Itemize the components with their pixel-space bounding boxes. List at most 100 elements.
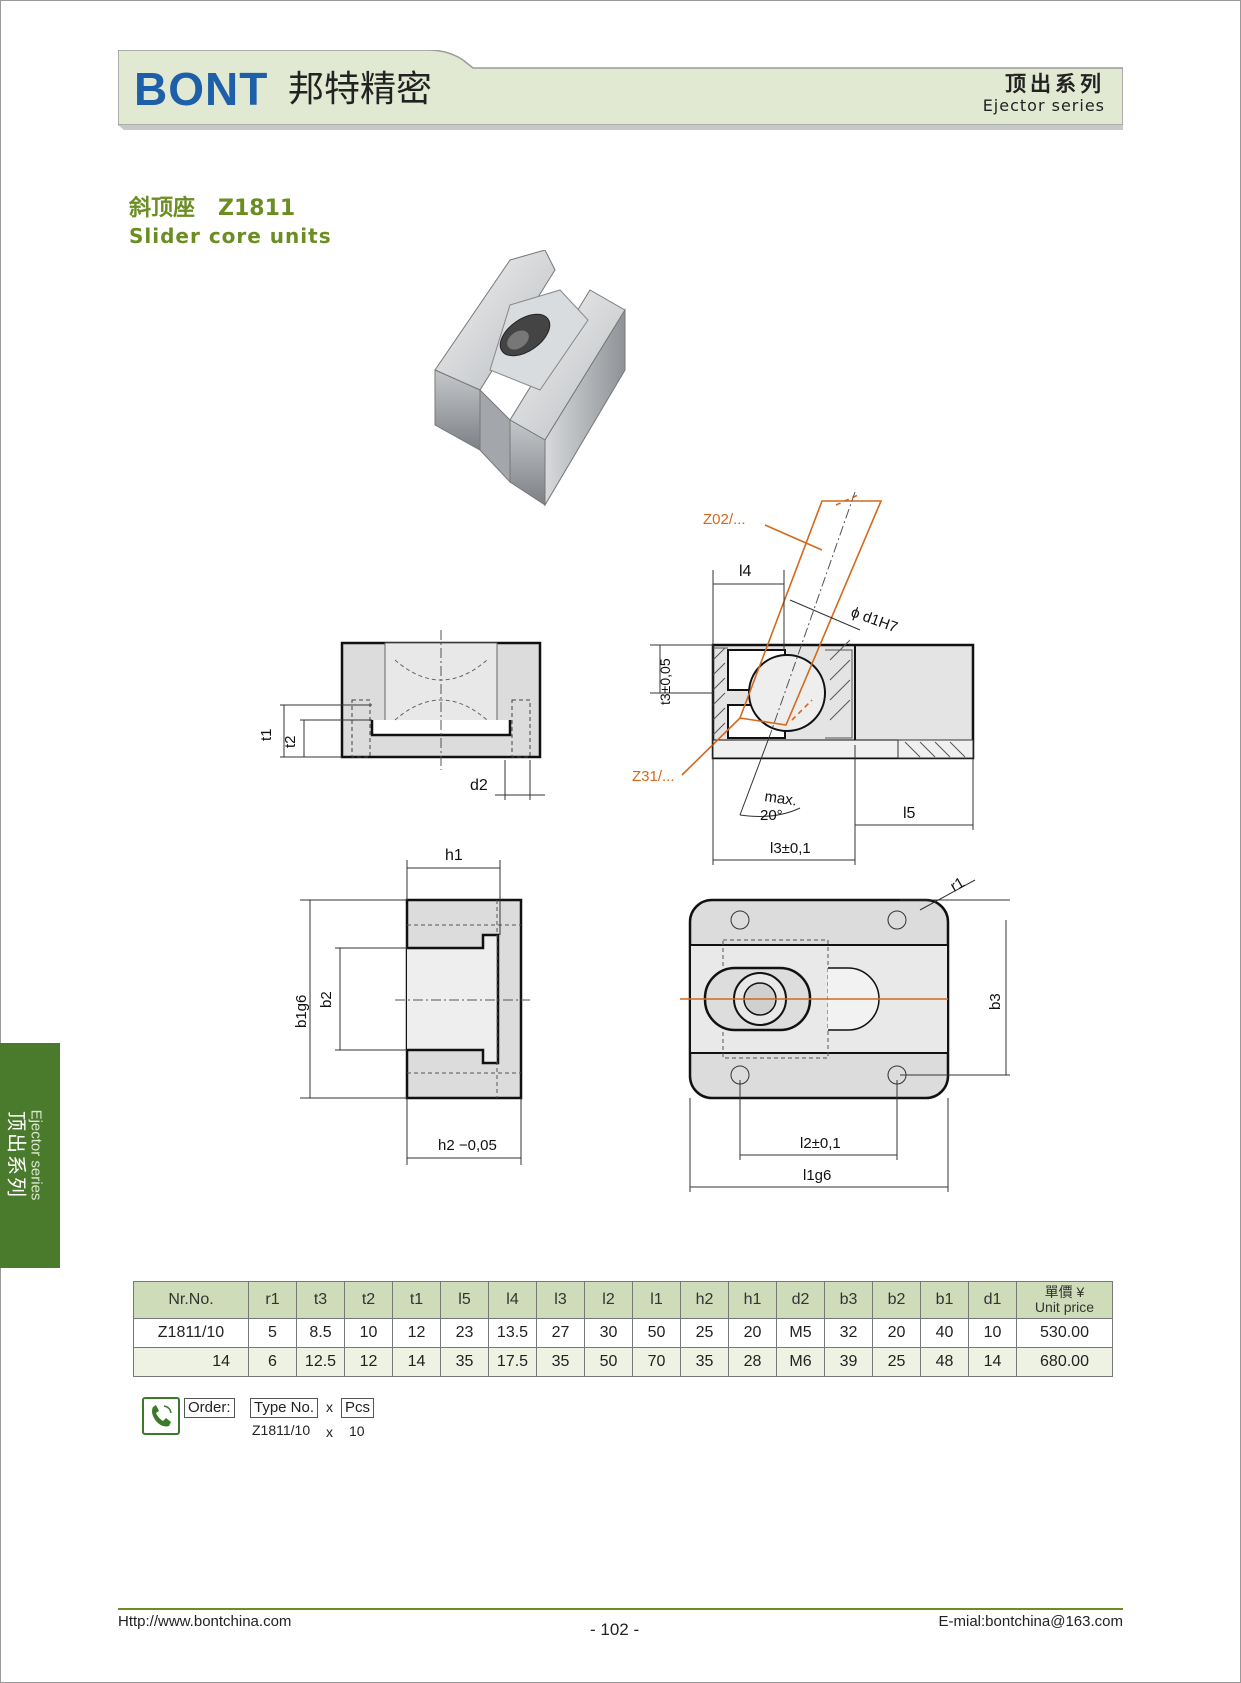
product-subtitle: Slider core units bbox=[129, 224, 332, 248]
footer-email[interactable]: E-mial:bontchina@163.com bbox=[938, 1613, 1123, 1630]
table-cell: M6 bbox=[776, 1347, 825, 1377]
order-example-qty: 10 bbox=[349, 1423, 365, 1439]
product-photo bbox=[434, 250, 626, 507]
table-cell: 12.5 bbox=[296, 1347, 345, 1377]
table-cell: 6 bbox=[248, 1347, 297, 1377]
label-max: max. bbox=[763, 788, 798, 809]
phone-order-icon bbox=[142, 1397, 180, 1435]
table-cell: 35 bbox=[680, 1347, 729, 1377]
page-number: - 102 - bbox=[590, 1620, 640, 1639]
col-header: t2 bbox=[344, 1281, 393, 1319]
side-view bbox=[395, 898, 530, 1100]
technical-drawings: t1 t2 d2 Z02/... Z31/... l4 ϕ d1H7 t3±0,… bbox=[258, 491, 1010, 1192]
label-l1g6: l1g6 bbox=[803, 1167, 831, 1184]
bont-logo: BONT bbox=[134, 63, 269, 115]
front-view bbox=[280, 630, 545, 800]
table-cell: M5 bbox=[776, 1318, 825, 1348]
phone-icon bbox=[152, 1405, 172, 1427]
series-title-en: Ejector series bbox=[982, 96, 1105, 115]
footer-website[interactable]: Http://www.bontchina.com bbox=[118, 1613, 292, 1630]
table-cell: 39 bbox=[824, 1347, 873, 1377]
footer-divider bbox=[118, 1608, 1123, 1610]
side-tab: 顶出系列 Ejector series bbox=[0, 1043, 60, 1268]
table-cell: 28 bbox=[728, 1347, 777, 1377]
table-cell: 35 bbox=[440, 1347, 489, 1377]
label-angle: 20° bbox=[760, 807, 783, 824]
col-header: d1 bbox=[968, 1281, 1017, 1319]
top-view bbox=[680, 898, 950, 1100]
table-row: 14 6 12.5 12 14 35 17.5 35 50 70 35 28 M… bbox=[133, 1347, 1113, 1377]
order-example-times: x bbox=[326, 1424, 333, 1440]
table-cell: 17.5 bbox=[488, 1347, 537, 1377]
table-cell: 23 bbox=[440, 1318, 489, 1348]
col-header: l1 bbox=[632, 1281, 681, 1319]
label-r1: r1 bbox=[948, 874, 968, 895]
table-cell: 40 bbox=[920, 1318, 969, 1348]
col-header: t3 bbox=[296, 1281, 345, 1319]
col-header: b3 bbox=[824, 1281, 873, 1319]
table-cell: 27 bbox=[536, 1318, 585, 1348]
table-cell-price: 680.00 bbox=[1016, 1347, 1113, 1377]
label-l4: l4 bbox=[739, 563, 752, 580]
order-label: Order: bbox=[184, 1398, 235, 1418]
col-header: d2 bbox=[776, 1281, 825, 1319]
product-code: Z1811 bbox=[218, 196, 296, 221]
table-cell-price: 530.00 bbox=[1016, 1318, 1113, 1348]
table-cell: 10 bbox=[344, 1318, 393, 1348]
col-header: Nr.No. bbox=[133, 1281, 249, 1319]
order-example-type: Z1811/10 bbox=[252, 1422, 311, 1438]
col-header: l4 bbox=[488, 1281, 537, 1319]
table-cell: 5 bbox=[248, 1318, 297, 1348]
label-h1: h1 bbox=[445, 847, 463, 864]
label-t3: t3±0,05 bbox=[657, 658, 673, 705]
brand-name-cn: 邦特精密 bbox=[288, 69, 433, 110]
table-cell: 20 bbox=[728, 1318, 777, 1348]
table-cell: 30 bbox=[584, 1318, 633, 1348]
col-header: b2 bbox=[872, 1281, 921, 1319]
label-d2: d2 bbox=[470, 777, 488, 794]
label-l2: l2±0,1 bbox=[800, 1135, 841, 1152]
label-z31: Z31/... bbox=[632, 768, 675, 785]
table-cell: 8.5 bbox=[296, 1318, 345, 1348]
side-tab-en: Ejector series bbox=[27, 1109, 45, 1201]
header-background bbox=[118, 50, 1123, 130]
table-cell: 20 bbox=[872, 1318, 921, 1348]
col-header: l5 bbox=[440, 1281, 489, 1319]
label-d1h7: ϕ d1H7 bbox=[849, 604, 900, 637]
ejector-pin bbox=[681, 494, 883, 776]
table-cell: 25 bbox=[680, 1318, 729, 1348]
table-cell: 14 bbox=[392, 1347, 441, 1377]
table-cell: 12 bbox=[392, 1318, 441, 1348]
table-cell: 10 bbox=[968, 1318, 1017, 1348]
table-header-row: Nr.No. r1 t3 t2 t1 l5 l4 l3 l2 l1 h2 h1 … bbox=[133, 1281, 1113, 1319]
col-header: l2 bbox=[584, 1281, 633, 1319]
table-cell: 50 bbox=[584, 1347, 633, 1377]
label-t2: t2 bbox=[282, 735, 299, 748]
table-cell: 12 bbox=[344, 1347, 393, 1377]
label-z02: Z02/... bbox=[703, 511, 746, 528]
series-title-cn: 顶出系列 bbox=[1005, 72, 1105, 96]
table-cell: 50 bbox=[632, 1318, 681, 1348]
table-cell: 35 bbox=[536, 1347, 585, 1377]
col-header-price: 單價 ¥ Unit price bbox=[1016, 1281, 1113, 1319]
order-times-sign: x bbox=[326, 1399, 333, 1415]
col-header: b1 bbox=[920, 1281, 969, 1319]
col-header: h2 bbox=[680, 1281, 729, 1319]
col-header: h1 bbox=[728, 1281, 777, 1319]
label-h2: h2 −0,05 bbox=[438, 1137, 497, 1154]
section-view bbox=[711, 639, 975, 760]
product-title-cn: 斜顶座 bbox=[129, 196, 196, 221]
table-cell: Z1811/10 bbox=[133, 1318, 249, 1348]
label-b3: b3 bbox=[987, 993, 1004, 1010]
table-cell: 48 bbox=[920, 1347, 969, 1377]
table-cell: 13.5 bbox=[488, 1318, 537, 1348]
table-row: Z1811/10 5 8.5 10 12 23 13.5 27 30 50 25… bbox=[133, 1318, 1113, 1348]
table-cell: 14 bbox=[133, 1347, 249, 1377]
price-header-en: Unit price bbox=[1034, 1299, 1095, 1315]
price-header-cn: 單價 ¥ bbox=[1044, 1284, 1085, 1300]
table-cell: 32 bbox=[824, 1318, 873, 1348]
col-header: t1 bbox=[392, 1281, 441, 1319]
spec-table: Nr.No. r1 t3 t2 t1 l5 l4 l3 l2 l1 h2 h1 … bbox=[133, 1281, 1113, 1377]
col-header: l3 bbox=[536, 1281, 585, 1319]
header-band: BONT 邦特精密 顶出系列 Ejector series bbox=[118, 50, 1123, 130]
